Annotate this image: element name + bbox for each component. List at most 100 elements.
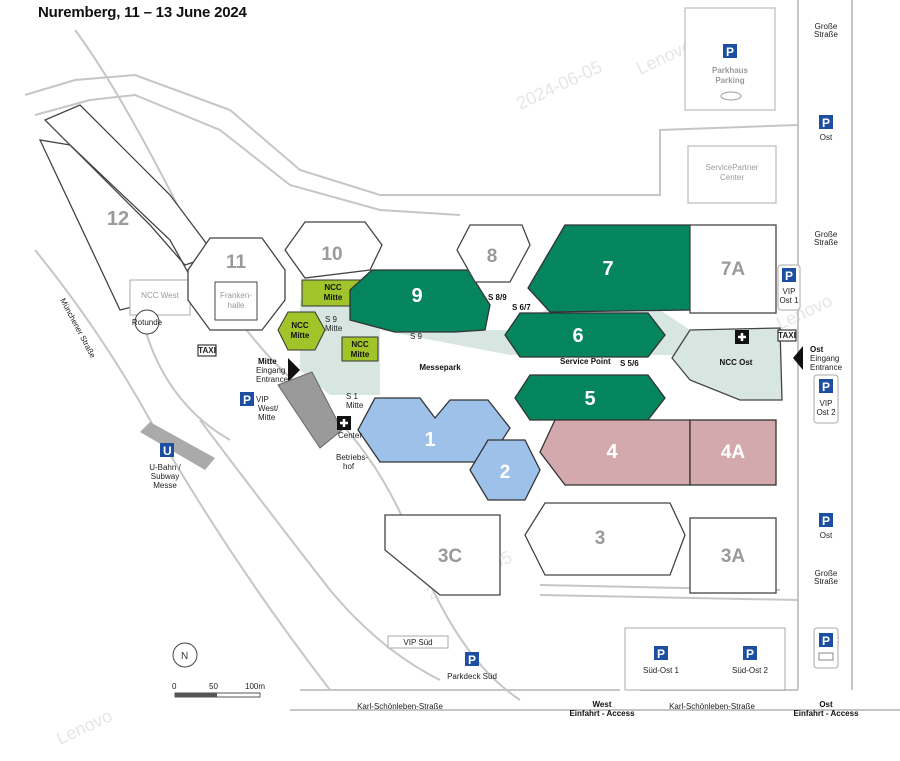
ncc-ost[interactable]	[671, 327, 783, 401]
ncc-mitte-label-2: Mitte	[324, 293, 343, 302]
parkhaus-label: Parkhaus	[712, 66, 749, 75]
ost-entrance-label-2: Eingang	[810, 354, 839, 363]
s9-mitte-label-2: Mitte	[325, 324, 343, 333]
hall-3a[interactable]	[689, 517, 777, 594]
u-bahn-label-3: Messe	[153, 481, 177, 490]
svg-text:P: P	[468, 653, 476, 667]
vip-sued-box[interactable]	[387, 635, 449, 649]
hall-5-number: 5	[584, 388, 595, 410]
parking-sued-ost2-icon[interactable]: P	[743, 646, 757, 661]
west-access-label-2: Einfahrt - Access	[569, 709, 635, 718]
hall-8[interactable]	[456, 224, 531, 283]
hall-3a-number: 3A	[721, 546, 746, 567]
hall-3c[interactable]	[384, 514, 501, 596]
s89-label: S 8/9	[488, 293, 507, 302]
hall-2[interactable]	[469, 439, 541, 501]
parking-ost-icon[interactable]: P	[819, 115, 833, 130]
hall-4a-number: 4A	[721, 442, 746, 463]
parking-icon[interactable]: P	[723, 44, 737, 59]
parkhaus-building[interactable]	[684, 7, 776, 111]
service-partner-label-2: Center	[720, 173, 744, 182]
hall-7-number: 7	[602, 258, 613, 280]
west-access-label: West	[593, 700, 612, 709]
s67-label: S 6/7	[512, 303, 531, 312]
mitte-entrance-label-3: Entrance	[256, 375, 289, 384]
hall-2-number: 2	[500, 462, 511, 483]
hall-4-number: 4	[606, 441, 618, 463]
scale-label-100: 100m	[245, 682, 265, 691]
frankenhalle-label: Franken-	[220, 291, 252, 300]
ncc-mitte-small[interactable]	[341, 336, 379, 362]
service-point-label: Service Point	[560, 357, 611, 366]
parking-vip-ost1-icon[interactable]: P	[782, 268, 796, 283]
rotunde[interactable]	[134, 309, 160, 335]
parking-bus-icon[interactable]: P	[819, 633, 833, 648]
hall-4[interactable]	[539, 419, 691, 486]
ncc-mitte-label: NCC	[324, 283, 342, 292]
bus-icon	[818, 652, 834, 661]
hall-12[interactable]	[43, 104, 217, 266]
parking-vip-ost2-icon[interactable]: P	[819, 379, 833, 394]
parkdeck-sued-label: Parkdeck Süd	[447, 672, 497, 681]
frankenhalle[interactable]	[214, 281, 258, 321]
svg-text:TAXI: TAXI	[198, 346, 216, 355]
s9-mitte-label: S 9	[325, 315, 338, 324]
vip-west-label-3: Mitte	[258, 413, 276, 422]
taxi-ost-icon[interactable]	[777, 329, 797, 342]
scale-label-0: 0	[172, 682, 177, 691]
ost-entrance-label-3: Entrance	[810, 363, 843, 372]
svg-text:P: P	[822, 634, 830, 648]
svg-text:P: P	[726, 45, 734, 59]
svg-text:P: P	[746, 647, 754, 661]
parkdeck-sued-icon[interactable]: P	[465, 652, 479, 667]
frankenhalle-label-2: halle	[228, 301, 245, 310]
ncc-mitte-hex[interactable]	[277, 311, 326, 351]
vip-sued-label: VIP Süd	[403, 638, 432, 647]
street-label-grosse-strasse-2: Straße	[814, 30, 839, 39]
ost-access-label: Ost	[819, 700, 833, 709]
ncc-mitte-label: NCC	[291, 321, 309, 330]
hall-7[interactable]	[527, 224, 691, 313]
u-bahn-label-2: Subway	[151, 472, 179, 481]
s1-mitte-label-2: Mitte	[346, 401, 364, 410]
parking-sued-ost1-icon[interactable]: P	[654, 646, 668, 661]
parking-ost-south-icon[interactable]: P	[819, 513, 833, 528]
compass-icon	[172, 642, 198, 668]
ncc-mitte-label: NCC	[351, 340, 369, 349]
svg-text:P: P	[822, 380, 830, 394]
mitte-entrance-marker[interactable]	[288, 358, 300, 382]
parking-label: Parking	[715, 76, 744, 85]
svg-text:P: P	[822, 514, 830, 528]
hall-10[interactable]	[284, 221, 383, 279]
parking-vip-west-icon[interactable]: P	[240, 392, 254, 407]
svg-text:P: P	[243, 393, 251, 407]
vip-west-label: VIP	[256, 395, 269, 404]
sued-ost-parking-area[interactable]	[624, 627, 786, 691]
vip-ost2-label-2: Ost 2	[816, 408, 836, 417]
mitte-entrance-label: Mitte	[258, 357, 277, 366]
u-bahn-platform	[140, 422, 215, 470]
taxi-west-icon[interactable]	[197, 344, 217, 357]
ost-entrance-marker[interactable]	[793, 346, 803, 370]
u-bahn-icon[interactable]	[160, 443, 174, 457]
hall-3-number: 3	[595, 528, 606, 549]
vip-ost1-label: VIP	[783, 287, 796, 296]
hall-1[interactable]	[357, 397, 511, 463]
service-partner-center[interactable]	[687, 145, 777, 204]
hall-4a[interactable]	[689, 419, 777, 486]
street-label-grosse-strasse: Große	[815, 22, 838, 31]
info-center-label: Center	[338, 431, 362, 440]
svg-text:TAXI: TAXI	[778, 331, 796, 340]
ncc-ost-label: NCC Ost	[720, 358, 753, 367]
betriebshof-label: Betriebs-	[336, 453, 368, 462]
hall-6[interactable]	[504, 312, 666, 358]
vip-west-label-2: West/	[258, 404, 279, 413]
hall-7a[interactable]	[689, 224, 777, 314]
hall-12-number: 12	[107, 208, 129, 230]
svg-text:U: U	[163, 444, 172, 458]
s1-mitte-label: S 1	[346, 392, 359, 401]
hall-3c-number: 3C	[438, 546, 463, 567]
hall-3[interactable]	[524, 502, 686, 576]
service-partner-label: ServicePartner	[706, 163, 759, 172]
